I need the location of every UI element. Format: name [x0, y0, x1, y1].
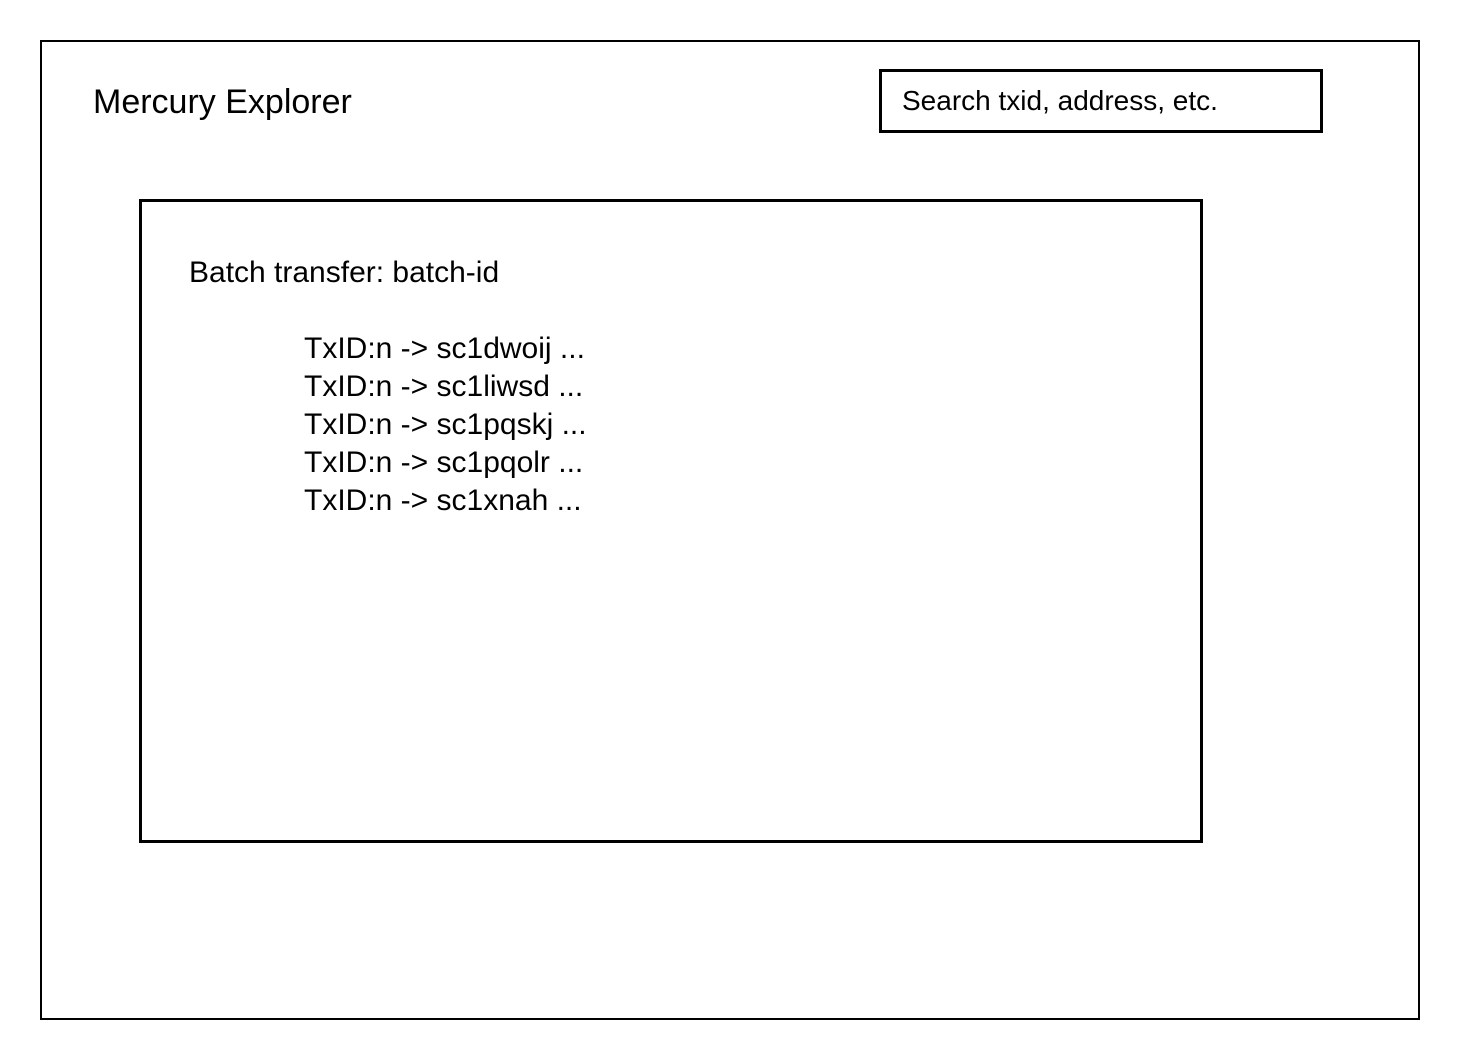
transaction-item[interactable]: TxID:n -> sc1xnah ... [304, 484, 582, 517]
search-placeholder: Search txid, address, etc. [902, 85, 1218, 116]
search-input[interactable]: Search txid, address, etc. [879, 69, 1323, 133]
batch-panel [139, 199, 1203, 843]
app-title: Mercury Explorer [93, 83, 352, 121]
transaction-item[interactable]: TxID:n -> sc1pqskj ... [304, 408, 587, 441]
transaction-item[interactable]: TxID:n -> sc1pqolr ... [304, 446, 584, 479]
transaction-item[interactable]: TxID:n -> sc1dwoij ... [304, 332, 585, 365]
page-frame [40, 40, 1420, 1020]
transaction-list: TxID:n -> sc1dwoij ... TxID:n -> sc1liws… [304, 330, 587, 520]
transaction-item[interactable]: TxID:n -> sc1liwsd ... [304, 370, 584, 403]
batch-title: Batch transfer: batch-id [189, 256, 500, 289]
